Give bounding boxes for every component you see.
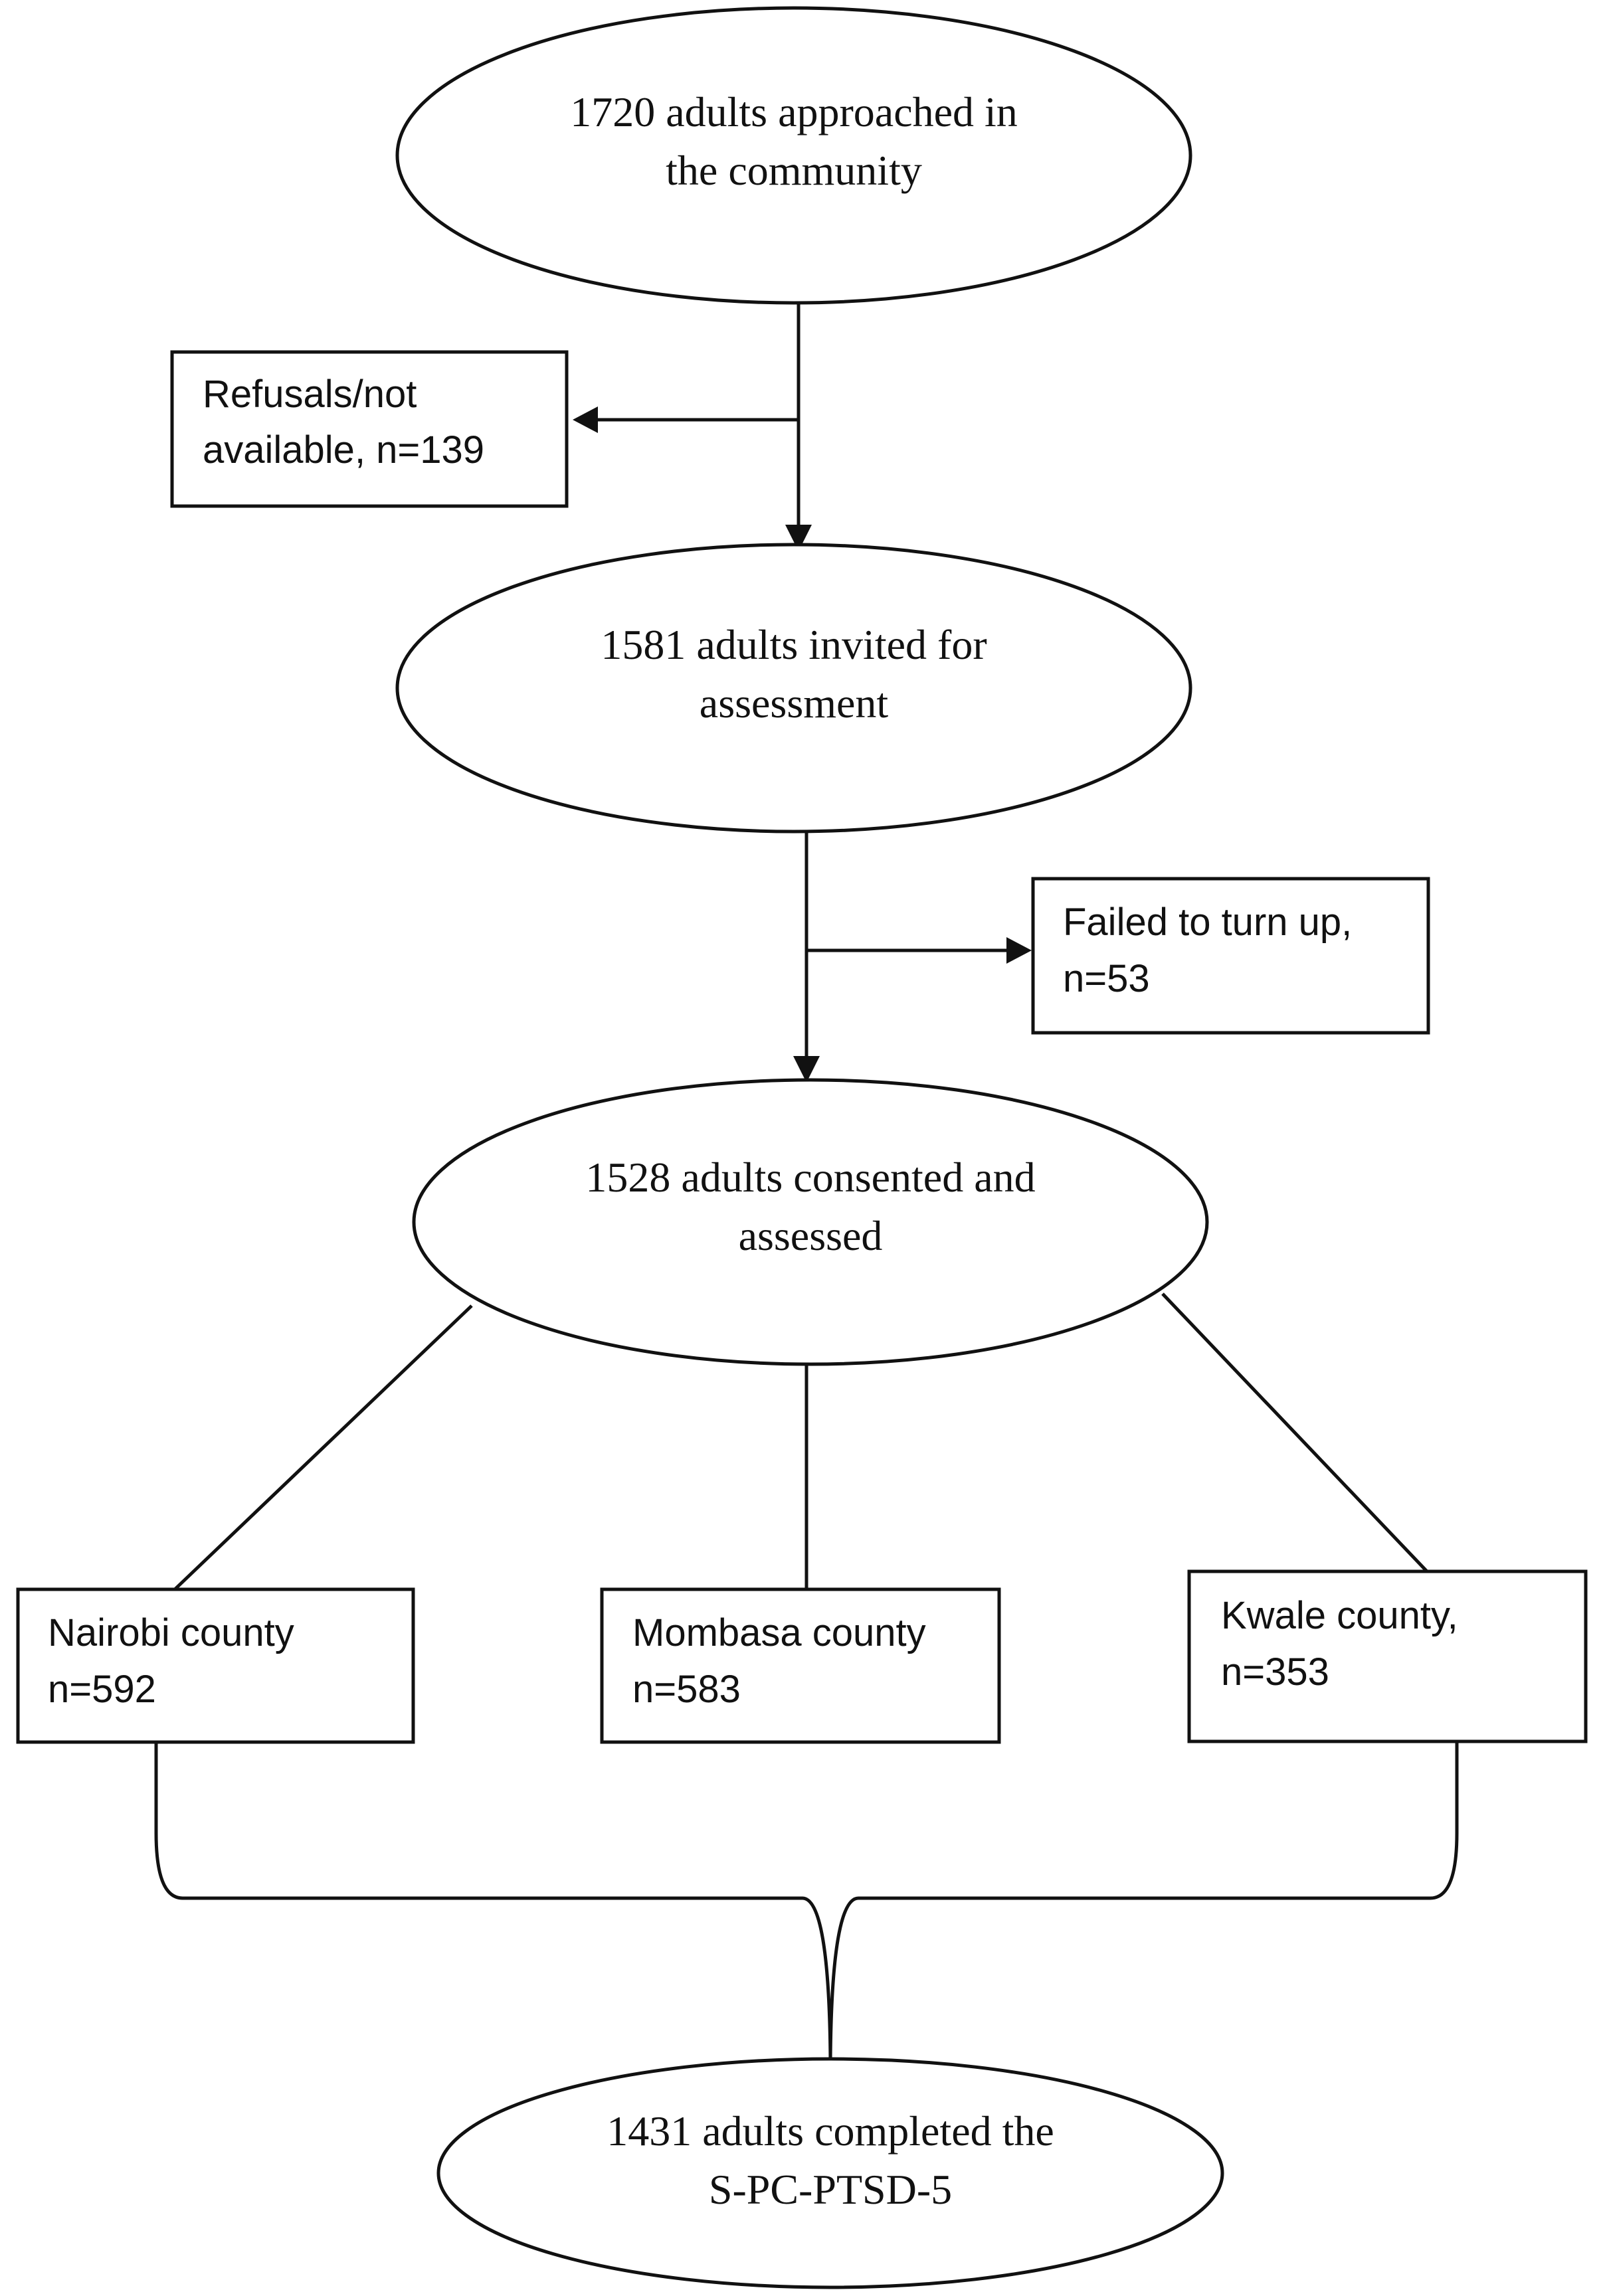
kwale-line-2: n=353: [1221, 1650, 1329, 1694]
box-nairobi: [16, 1587, 415, 1744]
failed-line-2: n=53: [1063, 957, 1150, 1000]
invited-line-2: assessment: [700, 679, 889, 727]
node-approached: 1720 adults approached in the community: [395, 6, 1192, 305]
completed-line-2: S-PC-PTSD-5: [709, 2166, 952, 2213]
box-failed: [1031, 877, 1430, 1035]
arrowhead-refusals: [573, 406, 598, 433]
arrowhead-invited: [785, 525, 812, 551]
node-invited: 1581 adults invited for assessment: [395, 543, 1192, 834]
node-nairobi: Nairobi county n=592: [16, 1587, 415, 1744]
node-completed: 1431 adults completed the S-PC-PTSD-5: [436, 2057, 1224, 2289]
refusals-line-1: Refusals/not: [203, 373, 417, 416]
box-kwale: [1187, 1569, 1588, 1743]
kwale-line-1: Kwale county,: [1221, 1594, 1458, 1637]
node-consented: 1528 adults consented and assessed: [412, 1078, 1209, 1366]
mombasa-line-1: Mombasa county: [632, 1611, 926, 1654]
approached-line-2: the community: [666, 147, 922, 194]
completed-line-1: 1431 adults completed the: [607, 2107, 1054, 2155]
invited-line-1: 1581 adults invited for: [601, 621, 987, 668]
line-to-nairobi: [171, 1304, 473, 1593]
node-refusals: Refusals/not available, n=139: [170, 350, 569, 508]
refusals-line-2: available, n=139: [203, 428, 484, 472]
ellipse-completed: [436, 2057, 1224, 2289]
arrowhead-failed: [1006, 937, 1032, 964]
arrowhead-consented: [793, 1056, 820, 1083]
ellipse-approached: [395, 6, 1192, 305]
approached-line-1: 1720 adults approached in: [570, 88, 1018, 135]
ellipse-invited: [395, 543, 1192, 834]
brace-left: [154, 1741, 832, 2061]
consented-line-1: 1528 adults consented and: [585, 1154, 1035, 1201]
node-kwale: Kwale county, n=353: [1187, 1569, 1588, 1743]
mombasa-line-2: n=583: [632, 1668, 741, 1711]
box-mombasa: [600, 1587, 1001, 1744]
ellipse-consented: [412, 1078, 1209, 1366]
node-mombasa: Mombasa county n=583: [600, 1587, 1001, 1744]
node-failed: Failed to turn up, n=53: [1031, 877, 1430, 1035]
connectors: [154, 302, 1459, 2061]
line-to-kwale: [1161, 1292, 1428, 1573]
nairobi-line-1: Nairobi county: [48, 1611, 294, 1654]
brace-right: [828, 1741, 1459, 2061]
nairobi-line-2: n=592: [48, 1668, 156, 1711]
failed-line-1: Failed to turn up,: [1063, 901, 1352, 944]
box-refusals: [170, 350, 569, 508]
consented-line-2: assessed: [739, 1212, 883, 1259]
